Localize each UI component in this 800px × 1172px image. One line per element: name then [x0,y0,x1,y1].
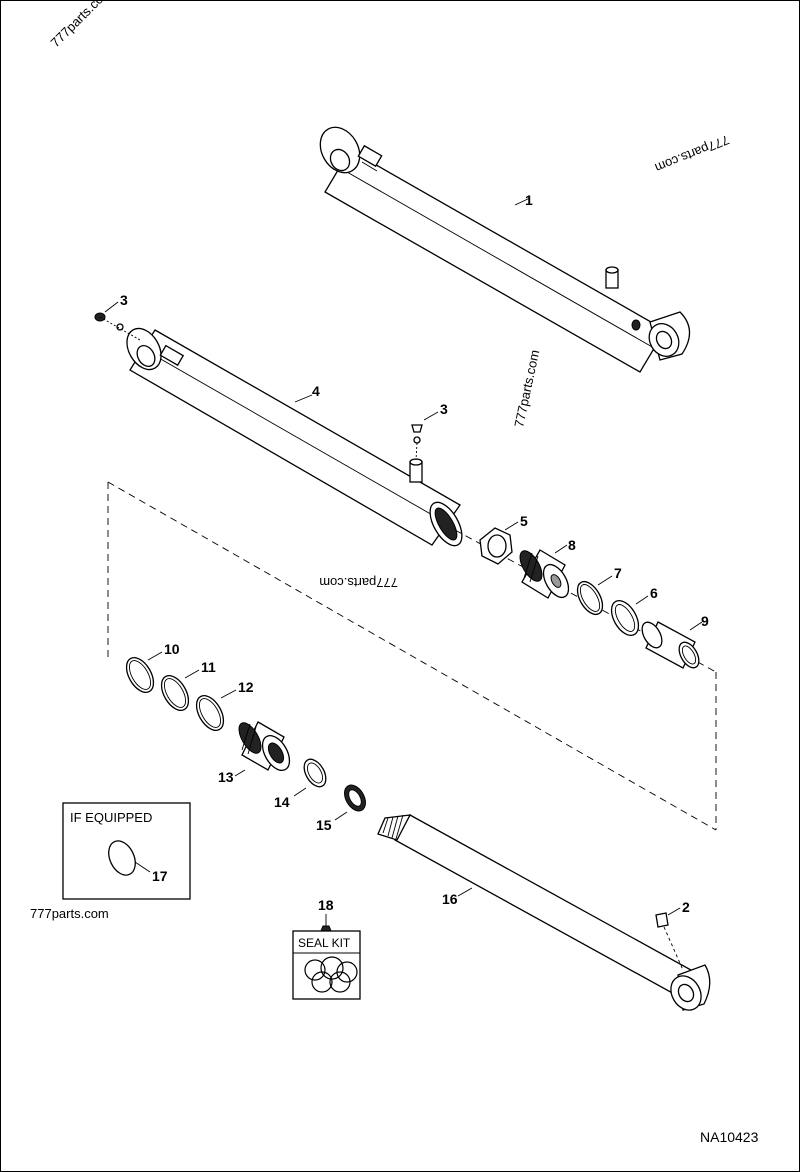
watermark-middle: 777parts.com [319,575,398,590]
explode-line-diagonal [107,481,717,831]
part-17-seal [108,840,136,876]
part-5-nut [479,527,513,565]
seal-kit-rings-icon [304,956,358,993]
part-2-grease-fitting [655,912,684,971]
callout-18: 18 [318,897,334,913]
callout-4: 4 [312,383,320,399]
callout-12: 12 [238,679,254,695]
part-4-barrel [126,327,463,547]
callout-11: 11 [201,659,216,675]
callout-9: 9 [701,613,709,629]
if-equipped-label: IF EQUIPPED [70,810,152,825]
part-3-fitting-left [94,312,141,341]
callout-3-center: 3 [440,401,448,417]
part-7-ring [576,580,604,616]
callout-6: 6 [650,585,658,601]
callout-8: 8 [568,537,576,553]
part-3-fitting-center [411,424,423,461]
watermark-bottom-left: 777parts.com [30,906,109,921]
callout-5: 5 [520,513,528,529]
drawing-number: NA10423 [700,1129,759,1145]
part-6-ring [610,600,640,636]
part-1-cylinder-assembly [319,126,691,373]
part-8-piston [519,549,570,599]
callout-2: 2 [682,899,690,915]
part-13-gland [238,721,291,771]
callout-17: 17 [152,868,168,884]
callout-13: 13 [218,769,234,785]
callout-16: 16 [442,891,458,907]
callout-1: 1 [525,192,533,208]
part-14-seal [303,758,327,788]
callout-10: 10 [164,641,180,657]
callout-3-left: 3 [120,292,128,308]
part-9-bushing [641,621,700,669]
part-12-ring [195,695,225,731]
callout-7: 7 [614,565,622,581]
callout-14: 14 [274,794,290,810]
seal-kit-label: SEAL KIT [298,936,351,950]
part-10-ring [125,657,155,693]
callout-15: 15 [316,817,332,833]
part-16-rod [377,814,711,1011]
part-11-ring [160,675,190,711]
